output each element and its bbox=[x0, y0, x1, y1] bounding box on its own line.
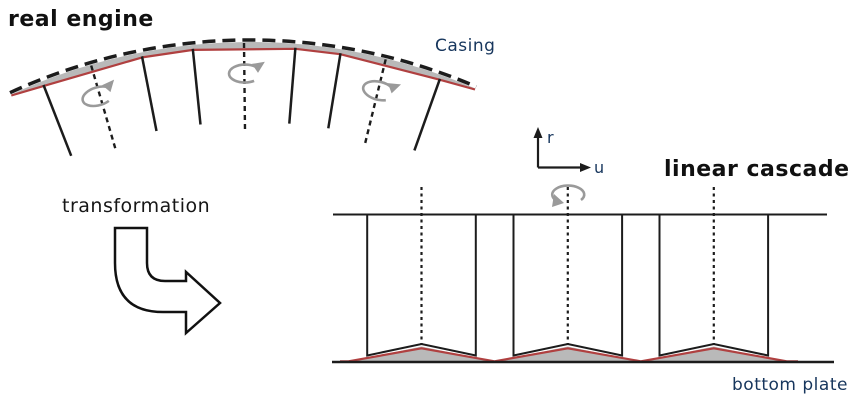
linear-cascade-diagram: linear cascade bottom plate bbox=[332, 157, 850, 395]
blade-line bbox=[288, 47, 297, 124]
tip-gap-shading bbox=[351, 346, 784, 361]
r-axis-label: r bbox=[547, 128, 554, 147]
casing-label: Casing bbox=[435, 36, 495, 56]
rotation-arrow-icon bbox=[81, 79, 115, 108]
rotation-arrow-icon bbox=[550, 184, 586, 207]
blade-tip-line bbox=[10, 47, 476, 97]
blade-centerline bbox=[363, 59, 387, 145]
real-engine-title: real engine bbox=[8, 7, 154, 32]
tip-gap-triangle bbox=[351, 346, 492, 361]
blade-tip-line bbox=[340, 347, 798, 363]
blade-centerline bbox=[242, 42, 247, 131]
engine-blades bbox=[42, 47, 442, 157]
transformation-arrow-icon bbox=[113, 226, 222, 336]
tip-gap-shading bbox=[10, 42, 476, 96]
casing-arc bbox=[9, 38, 477, 95]
u-axis-label: u bbox=[594, 158, 604, 177]
blade-line bbox=[413, 78, 442, 151]
u-axis-arrowhead-icon bbox=[580, 163, 591, 172]
engine-centerlines bbox=[90, 42, 387, 150]
blade-centerline bbox=[90, 65, 117, 150]
blade-line bbox=[327, 53, 342, 129]
bottom-plate-label: bottom plate bbox=[732, 375, 848, 395]
real-engine-diagram: real engine Casing bbox=[8, 7, 495, 157]
cascade-centerlines bbox=[420, 187, 715, 345]
blade-line bbox=[140, 56, 158, 132]
transformation-label: transformation bbox=[62, 195, 210, 217]
tip-gap-triangle bbox=[643, 346, 784, 361]
transformation-group: transformation bbox=[62, 195, 222, 336]
linear-cascade-title: linear cascade bbox=[664, 157, 850, 182]
blade-line bbox=[42, 84, 73, 157]
tip-gap-triangle bbox=[497, 346, 638, 361]
coordinate-axes: r u bbox=[533, 127, 604, 177]
blade-line bbox=[191, 48, 202, 125]
r-axis-arrowhead-icon bbox=[533, 127, 543, 138]
rotation-arrow-icon bbox=[227, 61, 265, 84]
rotation-arrow-icon bbox=[361, 79, 402, 102]
